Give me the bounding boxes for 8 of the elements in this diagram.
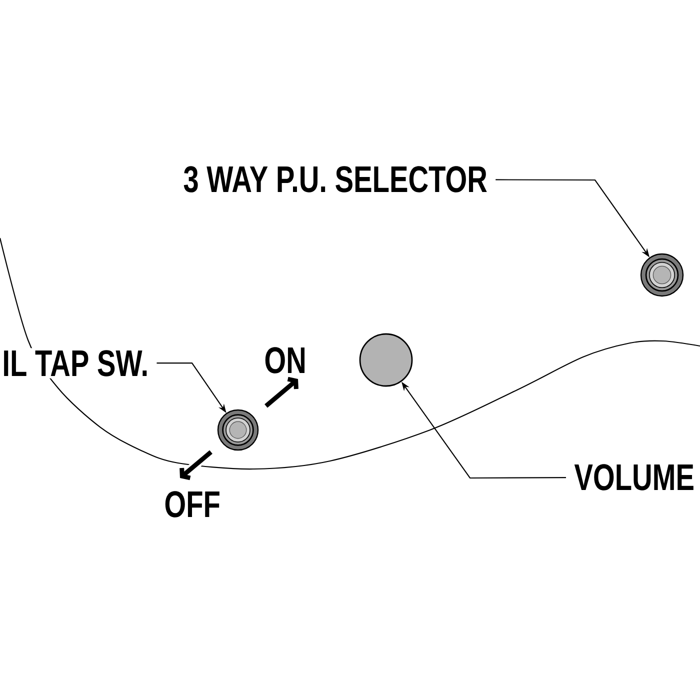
callout-label: IL TAP SW.: [0, 348, 151, 378]
position-label: ON: [265, 347, 304, 374]
toggle-switch: [217, 409, 259, 451]
callout-label: 3 WAY P.U. SELECTOR: [184, 166, 487, 192]
control-knob: [359, 333, 413, 387]
position-label: OFF: [165, 491, 220, 518]
callout-label: VOLUME: [574, 464, 694, 490]
toggle-switch: [640, 253, 684, 297]
